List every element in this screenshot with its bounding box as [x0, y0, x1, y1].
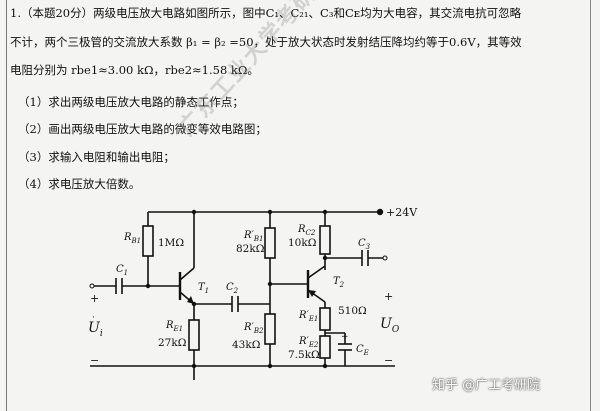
svg-text:R′B1: R′B1 [243, 230, 263, 243]
question-item-4: （4）求电压放大倍数。 [18, 177, 141, 191]
svg-text:R′E2: R′E2 [298, 336, 319, 349]
svg-text:RC2: RC2 [297, 224, 316, 237]
svg-text:C3: C3 [358, 238, 371, 251]
source-watermark: 知乎 @广工考研院 [432, 378, 541, 393]
svg-text:C2: C2 [226, 282, 239, 295]
rpe1-value: 510Ω [338, 305, 367, 317]
svg-text:+: + [90, 292, 99, 305]
svg-text:·: · [92, 313, 95, 323]
svg-text:R′B2: R′B2 [243, 322, 264, 335]
page-left-edge [6, 0, 7, 411]
svg-text:T1: T1 [198, 282, 209, 295]
question-item-2: （2）画出两级电压放大电路的微变等效电路图； [18, 122, 267, 136]
svg-text:CE: CE [356, 344, 369, 357]
rpe2-value: 7.5kΩ [288, 349, 320, 361]
svg-text:T2: T2 [333, 276, 345, 289]
svg-text:C1: C1 [116, 264, 128, 277]
question-line-3: 电阻分别为 rbe1≈3.00 kΩ，rbe2≈1.58 kΩ。 [10, 63, 259, 77]
page-right-edge [590, 0, 591, 411]
svg-text:R′E1: R′E1 [298, 310, 318, 323]
question-item-3: （3）求输入电阻和输出电阻； [18, 150, 175, 164]
svg-text:Ui: Ui [88, 320, 103, 339]
rpb2-value: 43kΩ [232, 339, 261, 351]
rpb1-value: 82kΩ [236, 243, 265, 255]
question-line-1: 1.（本题20分）两级电压放大电路如图所示，图中C₁、C₂₁、C₃和Cᴇ均为大电… [10, 6, 522, 20]
re1-value: 27kΩ [158, 337, 187, 349]
svg-text:+: + [341, 332, 349, 342]
svg-text:UO: UO [380, 316, 400, 335]
svg-text:RB1: RB1 [123, 232, 141, 245]
svg-text:−: − [384, 354, 393, 367]
supply-label: +24V [386, 206, 418, 219]
question-line-2: 不计，两个三极管的交流放大系数 β₁ = β₂ =50，处于放大状态时发射结压降… [10, 35, 522, 49]
rc2-value: 10kΩ [288, 237, 317, 249]
question-item-1: （1）求出两级电压放大电路的静态工作点； [18, 95, 244, 109]
svg-text:RE1: RE1 [165, 320, 183, 333]
rb1-value: 1MΩ [158, 237, 184, 249]
svg-text:+: + [384, 290, 393, 303]
svg-text:−: − [90, 354, 99, 367]
